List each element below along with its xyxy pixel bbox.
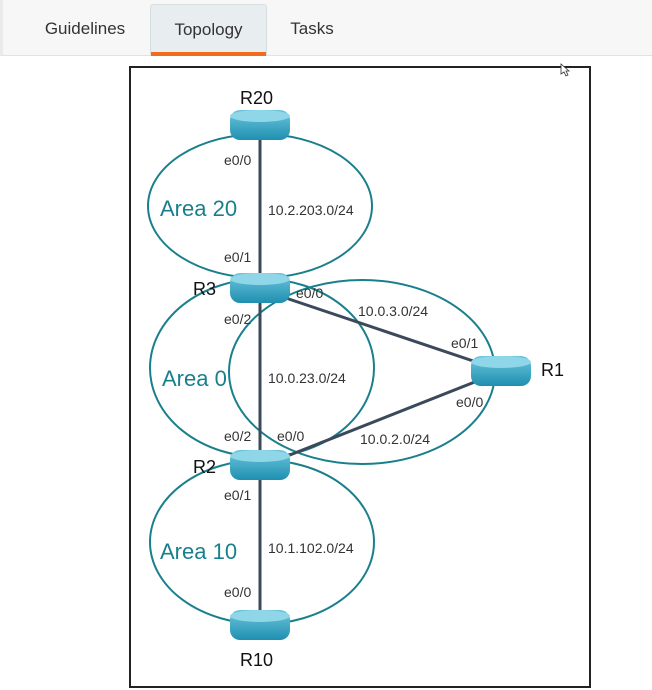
interface-r2-e0-2: e0/2 [224,428,251,444]
router-icon [471,356,531,368]
tab-bar: Guidelines Topology Tasks [0,0,652,56]
router-icon [230,273,290,285]
interface-r3-e0-0: e0/0 [296,285,323,301]
interface-r2-e0-1: e0/1 [224,487,251,503]
network-r20-r3: 10.2.203.0/24 [268,202,354,218]
area-0-label: Area 0 [162,366,227,391]
mouse-cursor-icon [560,63,571,77]
router-icon [230,110,290,122]
router-r1[interactable] [471,356,531,386]
interface-r2-e0-0: e0/0 [277,428,304,444]
area-20-label: Area 20 [160,196,237,221]
interface-r10-e0-0: e0/0 [224,584,251,600]
network-r3-r2: 10.0.23.0/24 [268,370,346,386]
network-r2-r1: 10.0.2.0/24 [360,431,430,447]
router-icon [230,610,290,622]
router-name-r3: R3 [193,279,216,299]
interface-r3-e0-1: e0/1 [224,249,251,265]
area-10-label: Area 10 [160,539,237,564]
router-name-r1: R1 [541,360,564,380]
link-r2-r1 [261,370,501,468]
interface-r1-e0-0: e0/0 [456,394,483,410]
network-r2-r10: 10.1.102.0/24 [268,540,354,556]
router-r2[interactable] [230,450,290,480]
router-r20[interactable] [230,110,290,140]
router-name-r10: R10 [240,650,273,670]
interface-r3-e0-2: e0/2 [224,311,251,327]
router-r10[interactable] [230,610,290,640]
router-name-r20: R20 [240,88,273,108]
router-name-r2: R2 [193,457,216,477]
tab-topology[interactable]: Topology [150,4,267,56]
network-r3-r1: 10.0.3.0/24 [358,303,428,319]
link-r3-r1 [261,288,501,372]
router-icon [230,450,290,462]
interface-r20-e0-0: e0/0 [224,152,251,168]
tab-tasks[interactable]: Tasks [290,19,334,38]
interface-r1-e0-1: e0/1 [451,335,478,351]
tab-guidelines[interactable]: Guidelines [44,19,126,38]
router-r3[interactable] [230,273,290,303]
